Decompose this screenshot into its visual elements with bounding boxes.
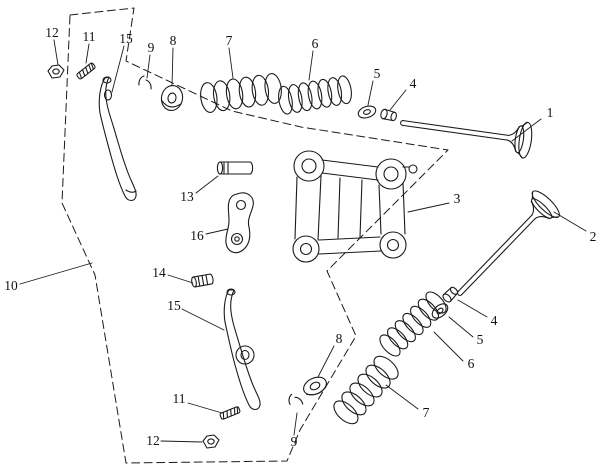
callout-4-bottom: 4 — [491, 313, 498, 328]
leader-lines — [19, 39, 587, 443]
part-valve-1 — [400, 120, 533, 159]
callout-2: 2 — [590, 229, 597, 244]
part-spring-seat-top — [357, 105, 377, 119]
callout-5-top: 5 — [374, 66, 381, 81]
part-inner-spring-top — [278, 75, 352, 115]
callout-16: 16 — [190, 228, 204, 243]
callout-3: 3 — [454, 191, 461, 206]
part-pin-13 — [216, 161, 254, 175]
callout-13: 13 — [180, 189, 194, 204]
callout-15-bottom: 15 — [167, 298, 181, 313]
callout-14: 14 — [152, 265, 166, 280]
callout-7-top: 7 — [226, 33, 233, 48]
callout-9-top: 9 — [148, 40, 155, 55]
callout-15-top: 15 — [119, 31, 133, 46]
cylinder-head-outline — [61, 7, 449, 464]
part-rocker-assembly — [292, 150, 418, 263]
part-valve-seal-top — [380, 108, 397, 122]
part-keepers-top — [138, 75, 152, 90]
part-inner-spring-bottom — [379, 291, 447, 357]
callout-6-bottom: 6 — [468, 356, 475, 371]
part-nut-top — [47, 64, 65, 79]
part-rocker-arm-top — [98, 76, 137, 202]
part-stud-bottom — [219, 406, 241, 420]
callout-7-bottom: 7 — [423, 405, 430, 420]
part-valve-seal-bottom — [442, 286, 459, 303]
callout-8-bottom: 8 — [336, 331, 343, 346]
part-valve-2 — [457, 190, 560, 296]
part-retainer-top — [160, 85, 184, 111]
part-plate-16 — [225, 192, 254, 254]
callout-12-bottom: 12 — [146, 433, 160, 448]
part-stud-top — [76, 62, 96, 80]
callout-8-top: 8 — [170, 33, 177, 48]
callout-9-bottom: 9 — [291, 434, 298, 449]
callout-12-top: 12 — [45, 25, 59, 40]
part-nut-bottom — [202, 434, 220, 449]
part-outer-spring-top — [200, 73, 282, 113]
part-retainer-bottom — [303, 376, 328, 396]
part-outer-spring-bottom — [333, 355, 399, 425]
part-pin-14 — [191, 273, 214, 288]
part-keepers-bottom — [288, 393, 304, 406]
callout-11-top: 11 — [83, 29, 96, 44]
part-rocker-arm-bottom — [223, 288, 261, 411]
callout-11-bottom: 11 — [173, 391, 186, 406]
callout-6-top: 6 — [312, 36, 319, 51]
callout-4-top: 4 — [410, 76, 417, 91]
part-spring-seat-bottom — [431, 303, 449, 319]
callout-labels: 12 11 15 9 8 7 6 5 4 1 2 3 13 16 14 15 8… — [4, 25, 596, 449]
callout-5-bottom: 5 — [477, 332, 484, 347]
callout-1: 1 — [547, 105, 554, 120]
callout-10: 10 — [4, 278, 18, 293]
